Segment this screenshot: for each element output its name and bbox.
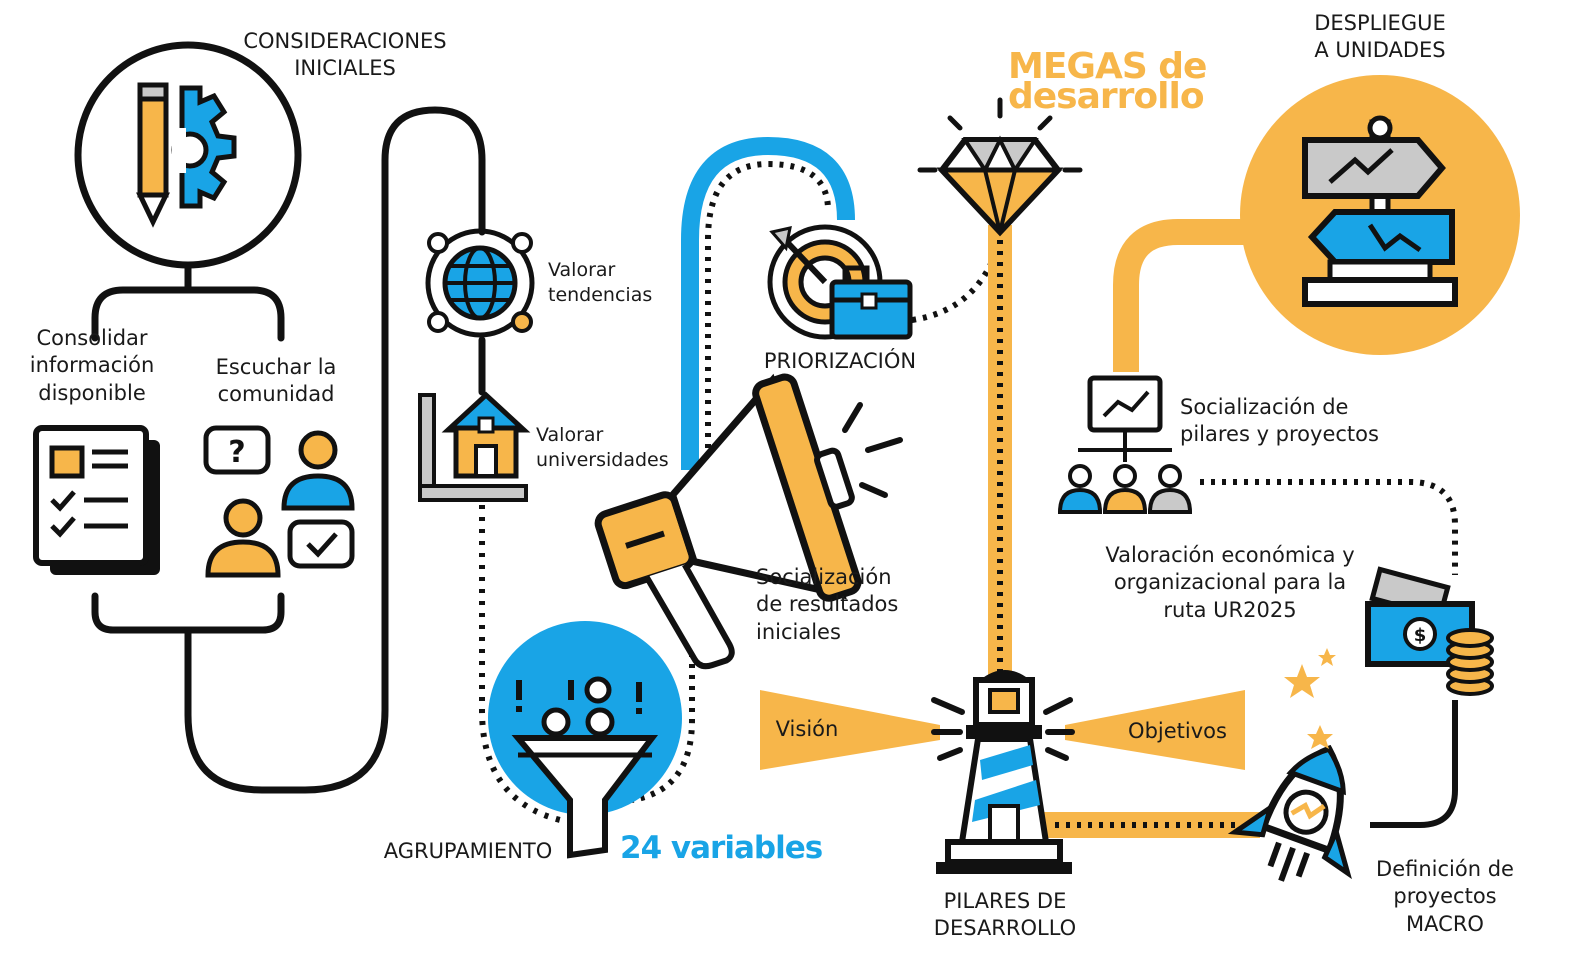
dotted-connector-3 bbox=[1200, 479, 1458, 575]
label-priorizacion: PRIORIZACIÓN bbox=[763, 349, 917, 373]
people-chat-icon: ? bbox=[203, 425, 355, 578]
vision-beam bbox=[760, 690, 940, 770]
megaphone-icon bbox=[594, 373, 862, 670]
label-vision: Visión bbox=[775, 717, 839, 741]
lighthouse-icon bbox=[931, 670, 1075, 874]
funnel-icon bbox=[488, 621, 682, 859]
label-objetivos: Objetivos bbox=[1128, 719, 1227, 743]
svg-text:$: $ bbox=[1414, 625, 1427, 646]
target-briefcase-icon bbox=[767, 224, 913, 340]
diamond-icon bbox=[917, 97, 1083, 237]
orange-loop bbox=[1113, 219, 1260, 372]
objetivos-beam bbox=[1065, 690, 1245, 770]
globe-icon bbox=[425, 228, 535, 338]
rocket-icon bbox=[1227, 744, 1352, 882]
blue-path bbox=[681, 136, 855, 470]
presentation-team-icon bbox=[1057, 375, 1193, 514]
dotted-connector-2 bbox=[911, 239, 1003, 323]
label-24-variables: 24 variables bbox=[620, 830, 823, 866]
orange-pillar-line bbox=[988, 225, 1012, 685]
megaphone-lines bbox=[842, 402, 903, 498]
connector-money-rocket bbox=[1370, 700, 1458, 828]
house-ruler-icon bbox=[418, 391, 531, 502]
star-icon bbox=[1284, 648, 1336, 749]
money-coins-icon: $ bbox=[1365, 566, 1494, 696]
signpost-icon bbox=[1240, 75, 1520, 355]
connector-lines bbox=[91, 106, 486, 794]
label-agrupamiento: AGRUPAMIENTO bbox=[383, 839, 553, 863]
blue-path-dots bbox=[705, 160, 831, 470]
pencil-gear-icon bbox=[74, 41, 302, 269]
document-checklist-icon bbox=[33, 425, 160, 575]
svg-text:?: ? bbox=[228, 435, 245, 470]
